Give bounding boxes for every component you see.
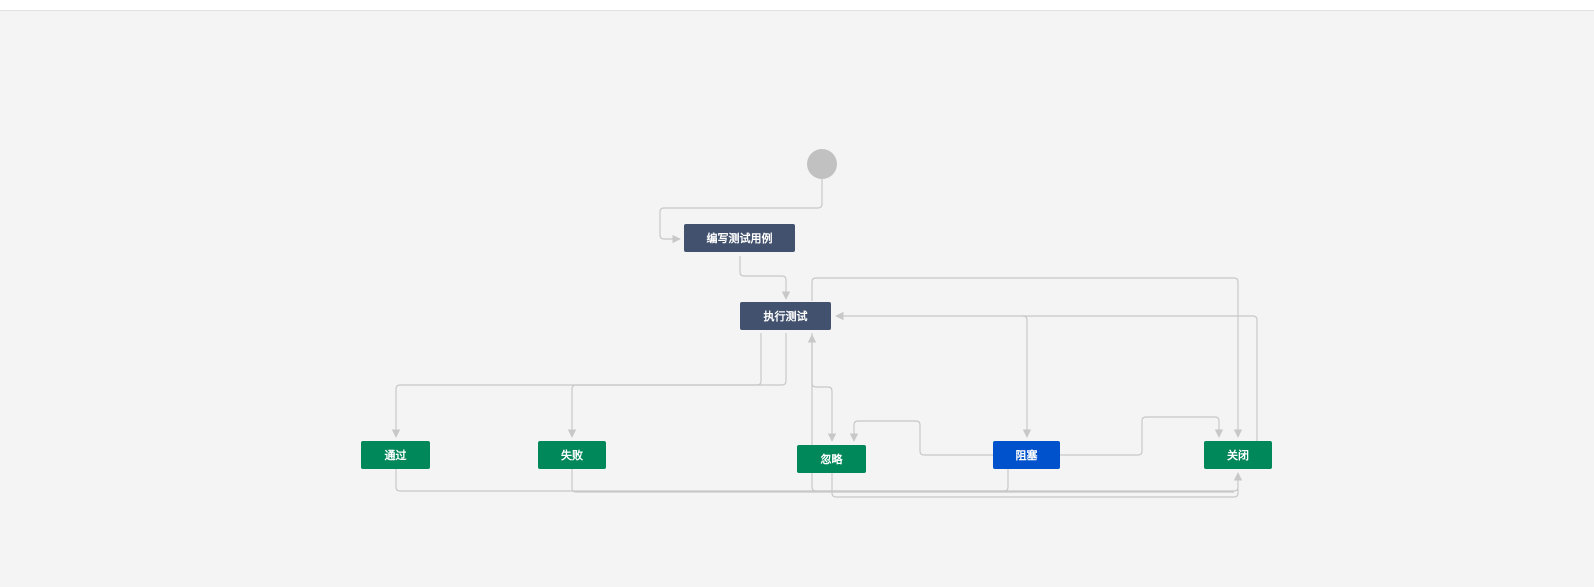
- edge-execute-to-blocked: [1022, 315, 1028, 437]
- edge-blocked-to-ignore: [849, 420, 993, 456]
- node-blocked[interactable]: 阻塞: [993, 441, 1060, 469]
- workflow-canvas: 编写测试用例 执行测试 通过 失败 忽略 阻塞 关闭: [0, 10, 1594, 587]
- edge-start-to-write: [659, 179, 823, 244]
- start-node[interactable]: [807, 149, 837, 179]
- node-write-test-case[interactable]: 编写测试用例: [684, 224, 795, 252]
- node-fail[interactable]: 失败: [538, 441, 606, 469]
- edge-fail-to-close: [571, 469, 1234, 493]
- node-close[interactable]: 关闭: [1204, 441, 1272, 469]
- transition-lines: [391, 179, 1258, 498]
- edge-close-to-execute: [835, 311, 1258, 441]
- edge-write-to-execute: [739, 256, 791, 300]
- node-execute-test[interactable]: 执行测试: [740, 302, 831, 330]
- node-ignore[interactable]: 忽略: [797, 445, 866, 473]
- edge-blocked-to-close: [1060, 416, 1224, 456]
- edge-execute-to-ignore: [811, 333, 837, 442]
- edge-execute-to-close: [811, 277, 1243, 438]
- edge-execute-to-fail: [567, 333, 787, 438]
- edge-ignore-to-close: [831, 473, 1239, 498]
- edge-blocked-to-execute: [807, 334, 1009, 492]
- node-pass[interactable]: 通过: [361, 441, 430, 469]
